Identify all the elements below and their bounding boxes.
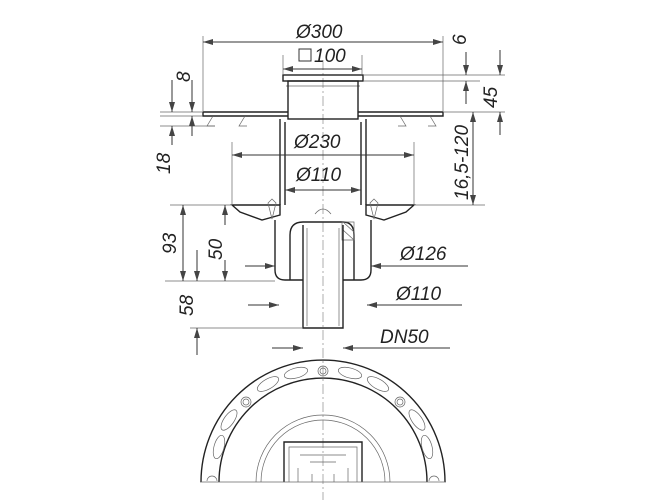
outlet-pipe — [302, 225, 344, 329]
dim-outlet-diameter: Ø110 — [395, 284, 442, 305]
dim-grate-thickness: 6 — [450, 34, 471, 45]
top-flange-inner — [218, 377, 428, 483]
upper-flange-plate — [202, 111, 444, 117]
grate-square — [283, 441, 363, 482]
body — [279, 119, 367, 205]
dim-upper-height: 45 — [481, 86, 502, 108]
dim-cup-height: 50 — [206, 238, 227, 260]
side-view — [202, 74, 444, 329]
dim-outlet-nominal: DN50 — [380, 327, 429, 348]
dim-collar-diameter: Ø126 — [399, 244, 447, 265]
top-flange-outer — [200, 359, 446, 483]
square-symbol — [298, 48, 312, 62]
dim-body-diameter: Ø110 — [295, 165, 342, 186]
dim-adjust-range: 16,5-120 — [452, 125, 473, 200]
dim-top-diameter: Ø300 — [295, 22, 343, 43]
dim-grate-square: 100 — [314, 46, 346, 67]
cup — [274, 220, 372, 281]
flange-slots — [206, 365, 440, 482]
dim-outlet-length: 58 — [177, 294, 198, 316]
bell-trap — [289, 221, 355, 280]
dim-flange-offset: 18 — [154, 152, 175, 174]
dim-flange-diameter: Ø230 — [293, 132, 341, 153]
top-view — [200, 359, 446, 483]
dim-flange-thickness: 8 — [174, 71, 195, 82]
grate-tube — [287, 80, 359, 120]
dimension-lines — [160, 36, 505, 355]
dim-lower-height: 93 — [160, 232, 181, 254]
lower-flange — [230, 204, 416, 221]
